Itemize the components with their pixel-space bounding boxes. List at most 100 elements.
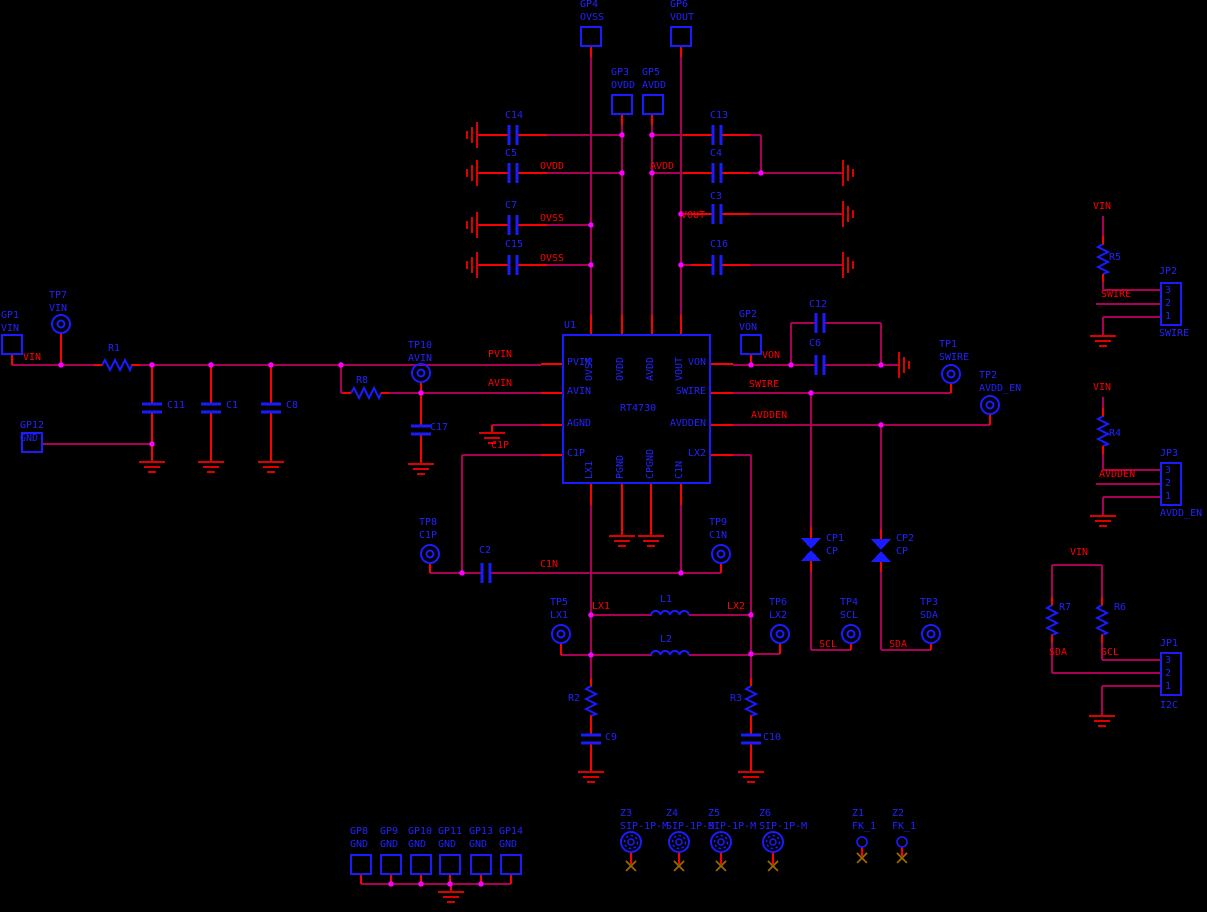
pad-gp1[interactable] bbox=[1, 334, 23, 355]
pad-gp6[interactable] bbox=[670, 26, 692, 47]
protection-cp1[interactable] bbox=[801, 538, 821, 549]
testpoint-tp1[interactable] bbox=[941, 364, 961, 384]
pad-gp9[interactable] bbox=[380, 854, 402, 875]
capacitor-c5[interactable] bbox=[507, 163, 519, 183]
ground-symbol bbox=[638, 534, 664, 547]
pad-gp3[interactable] bbox=[611, 94, 633, 115]
noconnect-x-icon bbox=[767, 860, 779, 872]
testpoint-tp9[interactable] bbox=[711, 544, 731, 564]
connector-jp2[interactable] bbox=[1160, 282, 1182, 326]
junction-dot bbox=[268, 362, 274, 368]
testpoint-tp2[interactable] bbox=[980, 395, 1000, 415]
ground-symbol bbox=[738, 770, 764, 783]
noconnect-x-icon bbox=[625, 860, 637, 872]
capacitor-c8[interactable] bbox=[261, 402, 281, 414]
junction-dot bbox=[588, 222, 594, 228]
resistor-r3[interactable] bbox=[743, 685, 759, 717]
capacitor-c11[interactable] bbox=[142, 402, 162, 414]
mounting-hole-z6[interactable] bbox=[762, 831, 784, 853]
mounting-hole-z3[interactable] bbox=[620, 831, 642, 853]
fiducial-z1[interactable] bbox=[856, 836, 868, 848]
connector-jp1[interactable] bbox=[1160, 652, 1182, 696]
capacitor-c16[interactable] bbox=[711, 255, 723, 275]
noconnect-x-icon bbox=[896, 852, 908, 864]
ground-symbol bbox=[1090, 334, 1116, 347]
capacitor-c9[interactable] bbox=[581, 733, 601, 745]
inductor-l2[interactable] bbox=[650, 649, 690, 656]
protection-cp2[interactable] bbox=[871, 539, 891, 550]
resistor-r2[interactable] bbox=[583, 685, 599, 717]
junction-dot bbox=[459, 570, 465, 576]
testpoint-tp6[interactable] bbox=[770, 624, 790, 644]
testpoint-tp10[interactable] bbox=[411, 363, 431, 383]
junction-dot bbox=[678, 262, 684, 268]
ground-symbol bbox=[408, 462, 434, 475]
capacitor-c10[interactable] bbox=[741, 733, 761, 745]
noconnect-x-icon bbox=[673, 860, 685, 872]
capacitor-c14[interactable] bbox=[507, 125, 519, 145]
testpoint-tp5[interactable] bbox=[551, 624, 571, 644]
resistor-r4[interactable] bbox=[1095, 415, 1111, 447]
resistor-r6[interactable] bbox=[1094, 604, 1110, 636]
ground-symbol bbox=[1089, 714, 1115, 727]
ground-symbol bbox=[466, 212, 479, 238]
capacitor-c13[interactable] bbox=[711, 125, 723, 145]
junction-dot bbox=[338, 362, 344, 368]
resistor-r7[interactable] bbox=[1044, 604, 1060, 636]
ground-symbol bbox=[479, 431, 505, 444]
protection-cp2[interactable] bbox=[871, 551, 891, 562]
resistor-r1[interactable] bbox=[101, 357, 133, 373]
mounting-hole-z5[interactable] bbox=[710, 831, 732, 853]
fiducial-z2[interactable] bbox=[896, 836, 908, 848]
capacitor-c12[interactable] bbox=[814, 313, 826, 333]
junction-dot bbox=[58, 362, 64, 368]
capacitor-c4[interactable] bbox=[711, 163, 723, 183]
junction-dot bbox=[149, 441, 155, 447]
capacitor-c2[interactable] bbox=[480, 563, 492, 583]
capacitor-c7[interactable] bbox=[507, 215, 519, 235]
pad-gp14[interactable] bbox=[500, 854, 522, 875]
capacitor-c3[interactable] bbox=[711, 204, 723, 224]
junction-dot bbox=[478, 881, 484, 887]
inductor-l1[interactable] bbox=[650, 609, 690, 616]
capacitor-c15[interactable] bbox=[507, 255, 519, 275]
resistor-r8[interactable] bbox=[350, 385, 382, 401]
ground-symbol bbox=[897, 352, 910, 378]
pad-gp10[interactable] bbox=[410, 854, 432, 875]
noconnect-x-icon bbox=[715, 860, 727, 872]
ground-symbol bbox=[466, 160, 479, 186]
junction-dot bbox=[388, 881, 394, 887]
connector-jp3[interactable] bbox=[1160, 462, 1182, 506]
pad-gp8[interactable] bbox=[350, 854, 372, 875]
mounting-hole-z4[interactable] bbox=[668, 831, 690, 853]
junction-dot bbox=[878, 422, 884, 428]
ground-symbol bbox=[466, 252, 479, 278]
capacitor-c6[interactable] bbox=[814, 355, 826, 375]
pad-gp11[interactable] bbox=[439, 854, 461, 875]
pad-gp12[interactable] bbox=[21, 432, 43, 453]
ground-symbol bbox=[438, 890, 464, 903]
pad-gp13[interactable] bbox=[470, 854, 492, 875]
testpoint-tp7[interactable] bbox=[51, 314, 71, 334]
pad-gp4[interactable] bbox=[580, 26, 602, 47]
junction-dot bbox=[619, 170, 625, 176]
protection-cp1[interactable] bbox=[801, 550, 821, 561]
junction-dot bbox=[678, 570, 684, 576]
capacitor-c1[interactable] bbox=[201, 402, 221, 414]
ic-u1[interactable] bbox=[562, 334, 711, 484]
junction-dot bbox=[447, 881, 453, 887]
resistor-r5[interactable] bbox=[1095, 243, 1111, 275]
junction-dot bbox=[649, 132, 655, 138]
pad-gp5[interactable] bbox=[642, 94, 664, 115]
testpoint-tp4[interactable] bbox=[841, 624, 861, 644]
junction-dot bbox=[149, 362, 155, 368]
junction-dot bbox=[748, 651, 754, 657]
capacitor-c17[interactable] bbox=[411, 424, 431, 436]
junction-dot bbox=[758, 170, 764, 176]
pad-gp2[interactable] bbox=[740, 334, 762, 355]
ground-symbol bbox=[1090, 514, 1116, 527]
testpoint-tp8[interactable] bbox=[420, 544, 440, 564]
testpoint-tp3[interactable] bbox=[921, 624, 941, 644]
